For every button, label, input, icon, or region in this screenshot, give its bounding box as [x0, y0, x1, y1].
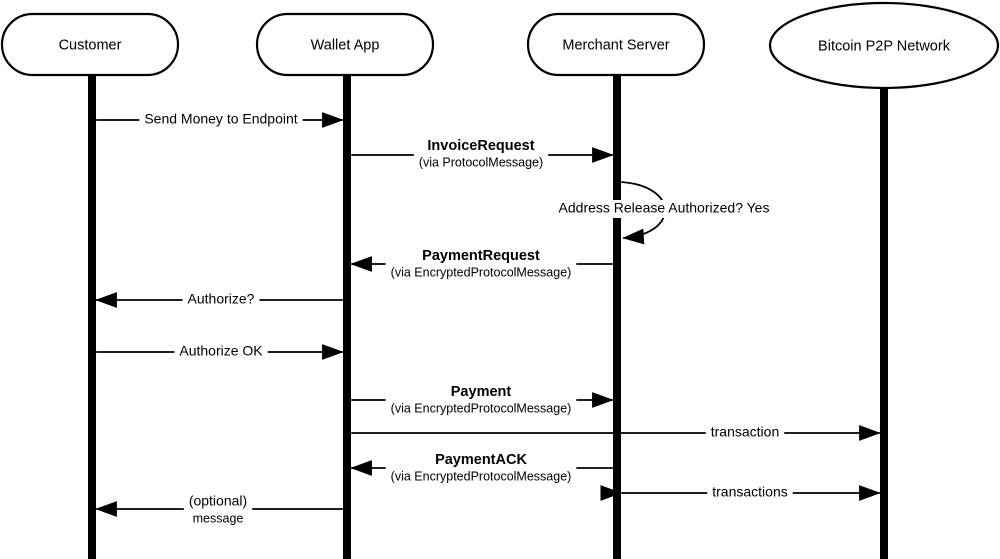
message-title: Address Release Authorized? Yes	[559, 200, 770, 216]
message-title: transactions	[712, 484, 787, 500]
actor-wallet[interactable]: Wallet App	[255, 12, 435, 77]
message-title: (optional)	[189, 493, 247, 509]
actor-label: Merchant Server	[562, 37, 669, 53]
message-subtitle: message	[193, 511, 244, 525]
actor-label: Wallet App	[311, 37, 380, 53]
message-transactions: transactions	[600, 484, 881, 502]
label-backdrop	[413, 135, 549, 169]
label-backdrop	[553, 200, 775, 218]
message-payment-ack: PaymentACK(via EncryptedProtocolMessage)	[350, 449, 613, 483]
actor-headers: Customer Wallet App Merchant Server Bitcoin…	[0, 1, 1000, 90]
message-subtitle: (via EncryptedProtocolMessage)	[391, 469, 572, 483]
label-backdrop	[385, 381, 577, 415]
message-optional-message: (optional) message	[95, 491, 343, 525]
label-backdrop	[707, 484, 793, 502]
label-backdrop	[705, 424, 785, 442]
label-backdrop	[385, 449, 577, 483]
message-title: Authorize?	[188, 291, 255, 307]
message-authorize-ok: Authorize OK	[96, 343, 344, 361]
message-title: Send Money to Endpoint	[144, 111, 297, 127]
message-invoice-request: InvoiceRequest(via ProtocolMessage)	[351, 135, 614, 169]
label-backdrop	[385, 245, 577, 279]
label-backdrop	[183, 491, 253, 525]
actor-label: Customer	[59, 37, 122, 53]
message-title: Payment	[451, 384, 512, 400]
actor-customer[interactable]: Customer	[0, 12, 180, 77]
lifelines	[88, 75, 888, 559]
label-backdrop	[139, 111, 303, 129]
label-backdrop	[182, 291, 260, 309]
message-subtitle: (via ProtocolMessage)	[419, 155, 543, 169]
actor-merchant[interactable]: Merchant Server	[526, 12, 706, 77]
message-payment: Payment(via EncryptedProtocolMessage)	[351, 381, 614, 415]
message-title: PaymentACK	[435, 452, 527, 468]
message-title: PaymentRequest	[422, 248, 540, 264]
message-title: Authorize OK	[179, 343, 263, 359]
actor-bitcoin[interactable]: Bitcoin P2P Network	[768, 1, 1000, 90]
messages: Send Money to EndpointInvoiceRequest(via…	[95, 111, 881, 525]
actor-label: Bitcoin P2P Network	[818, 38, 951, 54]
message-subtitle: (via EncryptedProtocolMessage)	[391, 265, 572, 279]
message-transaction: transaction	[351, 424, 881, 442]
message-send-money: Send Money to Endpoint	[96, 111, 344, 129]
message-title: InvoiceRequest	[427, 138, 534, 154]
message-payment-request: PaymentRequest(via EncryptedProtocolMess…	[350, 245, 613, 279]
label-backdrop	[174, 343, 268, 361]
message-subtitle: (via EncryptedProtocolMessage)	[391, 401, 572, 415]
message-title: transaction	[711, 424, 779, 440]
message-authorize-q: Authorize?	[95, 291, 343, 309]
message-address-release: Address Release Authorized? Yes	[553, 181, 775, 245]
